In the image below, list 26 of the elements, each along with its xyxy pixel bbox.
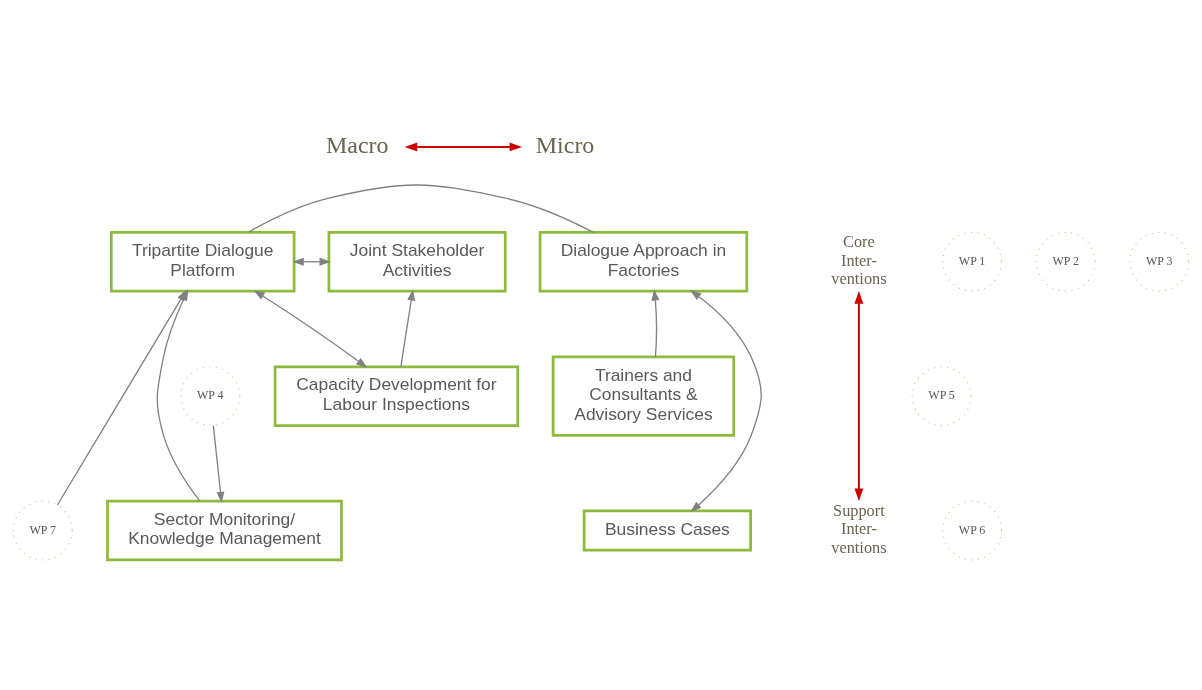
node-circle: WP 6 (942, 500, 1002, 561)
arrow (253, 290, 368, 368)
node-circle: WP 5 (911, 366, 972, 427)
node-box: Sector Monitoring/ Knowledge Management (106, 499, 343, 562)
node-box: Dialogue Approach in Factories (538, 231, 749, 293)
node-circle: WP 7 (12, 500, 73, 561)
arrow (404, 142, 523, 152)
node-text: Micro (535, 132, 595, 159)
node-box: Business Cases (582, 509, 752, 552)
node-circle: WP 3 (1129, 231, 1190, 292)
arrow (690, 289, 762, 513)
node-text: Macro (325, 132, 389, 159)
node-text: Support Inter- ventions (831, 500, 887, 557)
arrow (854, 290, 864, 502)
node-circle: WP 1 (942, 231, 1002, 292)
arrow (212, 424, 225, 504)
arrow (651, 289, 660, 358)
node-box: Tripartite Dialogue Platform (109, 231, 296, 293)
arrow (400, 289, 416, 368)
node-box: Capacity Development for Labour Inspections (273, 365, 520, 427)
node-circle: WP 2 (1035, 231, 1096, 292)
node-circle: WP 4 (180, 366, 241, 427)
node-text: Core Inter- ventions (831, 232, 887, 289)
connector (247, 184, 595, 233)
node-box: Trainers and Consultants & Advisory Services (551, 355, 736, 437)
node-box: Joint Stakeholder Activities (327, 231, 507, 293)
